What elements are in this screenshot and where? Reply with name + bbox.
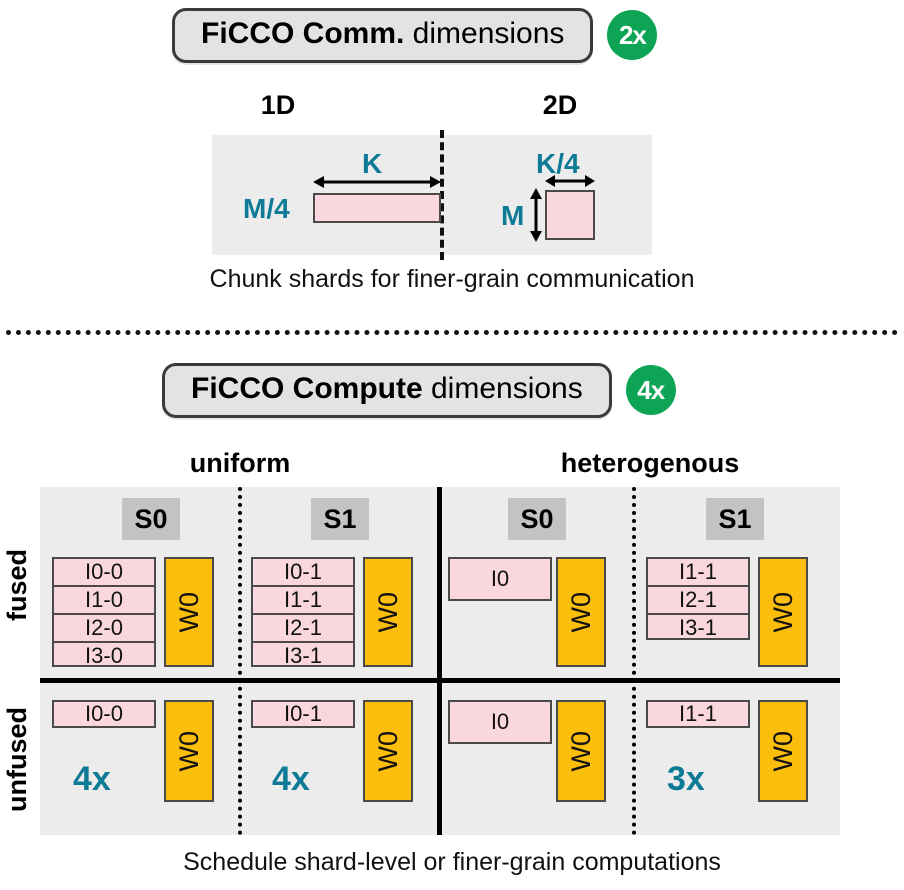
compute-row-label-fused: fused [2,549,32,622]
input-stack-hetero-fused-s1: I1-1 I2-1 I3-1 [646,557,750,640]
comm-1d-width-arrow [313,175,441,189]
section-divider [6,330,898,335]
comm-1d-height-label: M/4 [243,193,290,224]
comm-caption: Chunk shards for finer-grain communicati… [209,265,695,293]
weight-label: W0 [565,591,596,633]
compute-grid-vline-uniform [238,487,242,835]
input-block-uniform-unfused-s1: I0-1 [251,700,355,728]
compute-title-pill: FiCCO Compute dimensions [162,363,612,418]
multiplier-uniform-unfused-s1: 4x [272,760,310,798]
weight-label: W0 [372,591,403,633]
compute-grid-vline-main [437,487,442,835]
weight-block-hetero-unfused-s0: W0 [556,700,606,802]
input-block: I1-1 [648,559,748,587]
input-block-hetero-fused-s0: I0 [448,557,552,601]
stage-badge-hetero-fused-s0: S0 [508,498,566,540]
compute-grid-hline-main [40,678,840,683]
comm-column-header-1d: 1D [260,90,296,120]
weight-block-uniform-unfused-s1: W0 [363,700,413,802]
compute-group-header-uniform: uniform [189,448,291,478]
weight-block-uniform-fused-s1: W0 [363,557,413,667]
compute-grid-vline-hetero [632,487,636,835]
input-block: I2-0 [54,615,154,643]
weight-label: W0 [767,730,798,772]
input-block: I3-1 [679,615,717,640]
input-block: I0-0 [54,559,154,587]
compute-title-light: dimensions [422,372,583,405]
input-block: I3-1 [284,643,322,668]
comm-1d-shard-block [313,193,441,223]
comm-panel-divider [440,130,444,260]
input-block: I1-0 [54,587,154,615]
weight-block-hetero-unfused-s1: W0 [758,700,808,802]
input-block: I1-1 [253,587,353,615]
weight-label: W0 [173,591,204,633]
comm-title-bold: FiCCO Comm. [201,17,405,50]
comm-multiplier-badge: 2x [607,10,658,61]
comm-2d-height-arrow [529,188,543,242]
comm-title-light: dimensions [404,17,565,50]
stage-badge-hetero-fused-s1: S1 [706,498,764,540]
comm-2d-height-label: M [501,200,525,231]
weight-label: W0 [767,591,798,633]
multiplier-uniform-unfused-s0: 4x [73,760,111,798]
input-block: I2-1 [253,615,353,643]
input-stack-uniform-fused-s1: I0-1 I1-1 I2-1 I3-1 [251,557,355,668]
comm-section-header: FiCCO Comm. dimensions 2x [172,8,658,63]
weight-label: W0 [565,730,596,772]
compute-title-bold: FiCCO Compute [191,372,423,405]
weight-block-hetero-fused-s0: W0 [556,557,606,667]
weight-block-uniform-unfused-s0: W0 [164,700,214,802]
compute-section-header: FiCCO Compute dimensions 4x [162,363,676,418]
weight-label: W0 [173,730,204,772]
weight-block-hetero-fused-s1: W0 [758,557,808,667]
comm-2d-shard-block [545,190,595,240]
input-block-uniform-unfused-s0: I0-0 [52,700,156,728]
input-block-hetero-unfused-s0: I0 [448,700,552,744]
multiplier-hetero-unfused-s1: 3x [667,760,705,798]
comm-2d-width-label: K/4 [536,148,580,179]
compute-row-label-unfused: unfused [2,707,32,813]
weight-label: W0 [372,730,403,772]
input-block: I3-0 [85,643,123,668]
input-block: I0-1 [253,559,353,587]
weight-block-uniform-fused-s0: W0 [164,557,214,667]
comm-title-pill: FiCCO Comm. dimensions [172,8,594,63]
input-stack-uniform-fused-s0: I0-0 I1-0 I2-0 I3-0 [52,557,156,668]
compute-multiplier-badge: 4x [625,365,676,416]
comm-column-header-2d: 2D [542,90,578,120]
compute-group-header-heterogenous: heterogenous [560,448,740,478]
input-block: I2-1 [648,587,748,615]
stage-badge-uniform-fused-s0: S0 [122,498,180,540]
compute-caption: Schedule shard-level or finer-grain comp… [183,848,721,876]
stage-badge-uniform-fused-s1: S1 [311,498,369,540]
comm-1d-width-label: K [362,148,383,179]
comm-2d-width-arrow [545,174,595,188]
input-block-hetero-unfused-s1: I1-1 [646,700,750,728]
